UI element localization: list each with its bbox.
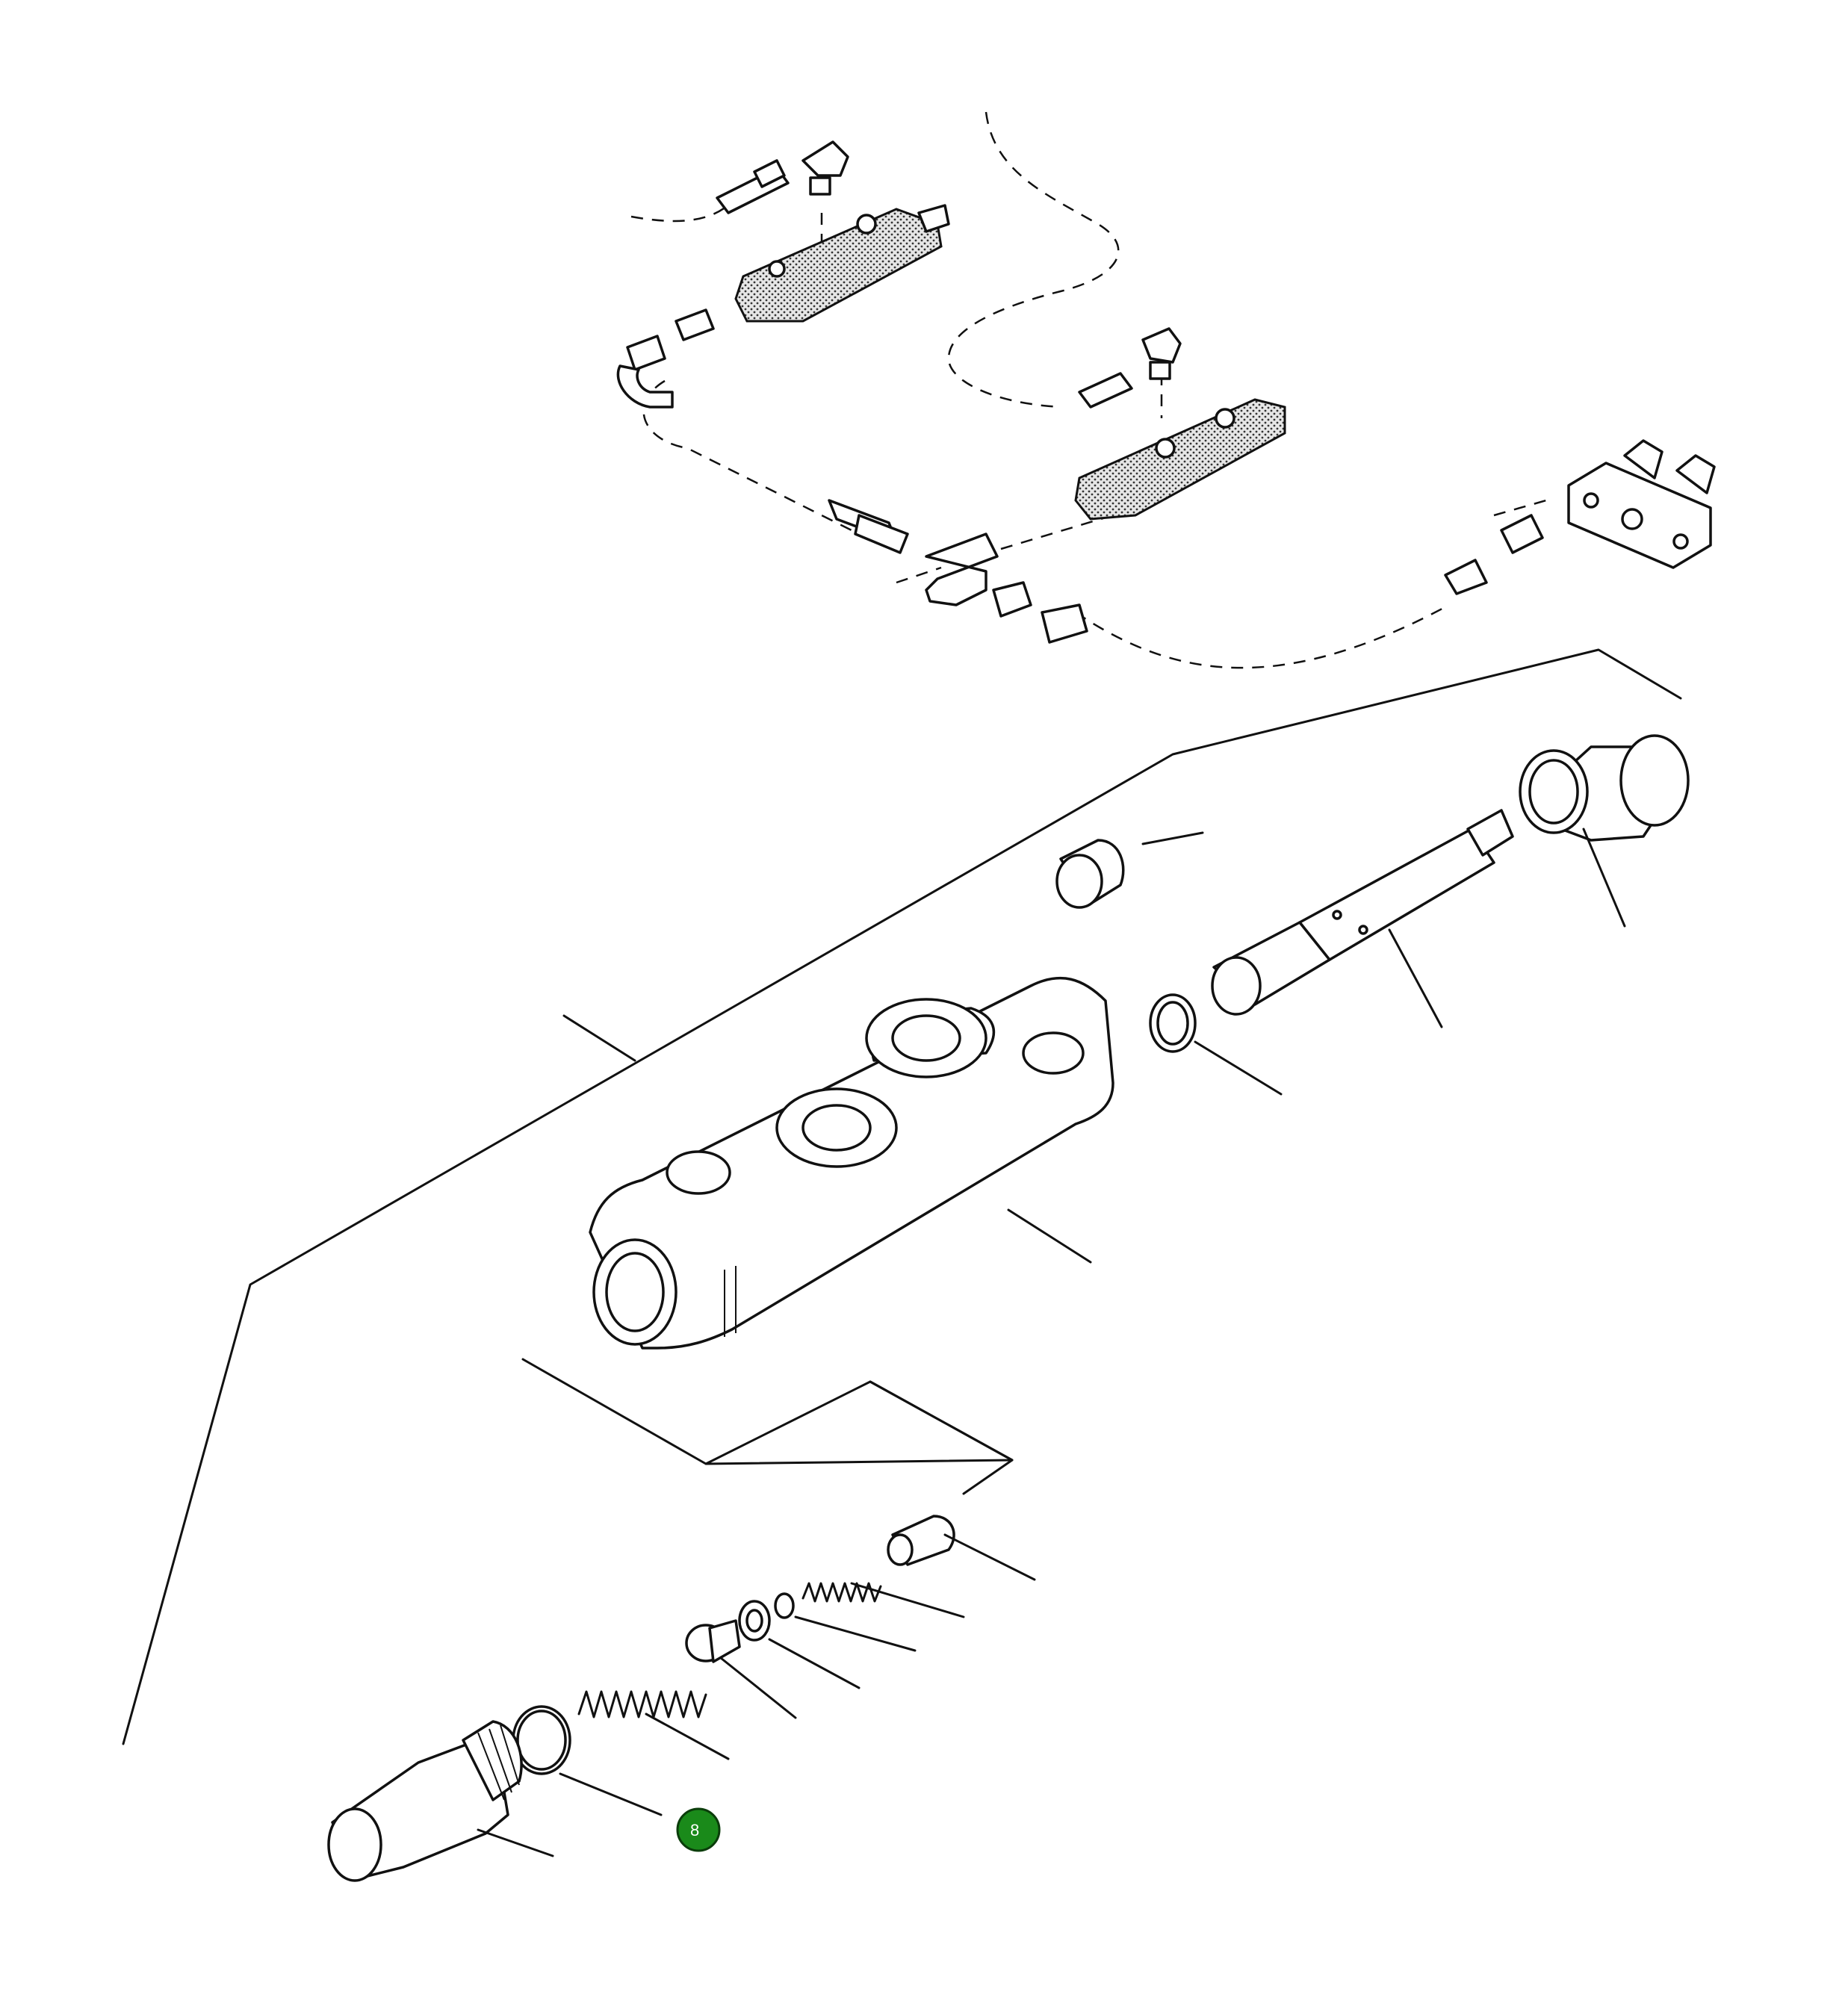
leader-lines	[477, 828, 1626, 1857]
seal-ring	[1149, 993, 1197, 1053]
o-ring-small	[774, 1592, 795, 1619]
section-boundary-line	[122, 648, 1682, 1745]
upper-valve-block	[734, 140, 950, 323]
hydraulic-line-assembly	[630, 111, 1675, 669]
callout-8-marker[interactable]	[676, 1807, 721, 1852]
lower-valve-block	[1074, 327, 1286, 521]
bracket-outline	[521, 1358, 1014, 1495]
callout-8[interactable]: 8	[676, 1807, 721, 1852]
end-cap-sleeve	[1519, 734, 1690, 842]
washer	[738, 1600, 771, 1642]
hex-plug	[327, 1720, 523, 1882]
callout-8-label: 8	[690, 1821, 699, 1839]
manifold-block-right	[1567, 439, 1716, 569]
plug-fitting	[1055, 839, 1125, 909]
hydraulic-fittings	[616, 159, 1544, 644]
pin	[887, 1515, 955, 1566]
poppet	[685, 1619, 741, 1663]
valve-body	[589, 976, 1114, 1350]
o-ring-large	[512, 1705, 571, 1775]
spool-piston	[1211, 809, 1514, 1016]
large-spring	[577, 1690, 707, 1719]
small-spring	[801, 1582, 882, 1603]
